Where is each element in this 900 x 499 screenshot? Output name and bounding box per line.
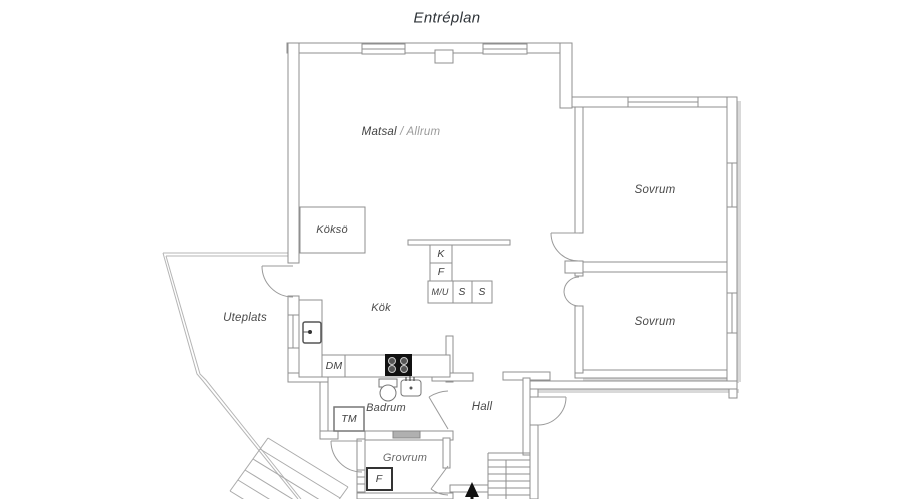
room-label-allrum: / Allrum bbox=[400, 126, 441, 138]
wall-shadows bbox=[538, 101, 741, 393]
room-label-badrum: Badrum bbox=[366, 402, 406, 414]
room-label-matsal-allrum: Matsal / Allrum bbox=[362, 126, 441, 138]
stair-direction-arrow bbox=[465, 482, 479, 499]
room-label-hall: Hall bbox=[471, 401, 493, 413]
windows bbox=[287, 43, 738, 493]
walls bbox=[286, 42, 738, 499]
kitchen-sink-icon bbox=[302, 321, 322, 344]
room-label-grovrum: Grovrum bbox=[382, 452, 428, 464]
interior-stairs bbox=[487, 452, 530, 499]
appliance-label-s1: S bbox=[458, 286, 466, 298]
bathroom-sink-icon bbox=[400, 376, 422, 397]
freezer-box bbox=[366, 467, 393, 491]
appliance-label-dm: DM bbox=[325, 360, 343, 372]
cabinet-s2-box bbox=[471, 280, 493, 304]
kitchen-island bbox=[299, 206, 366, 254]
appliance-label-f-kitchen: F bbox=[437, 266, 445, 278]
page-title: Entréplan bbox=[413, 9, 481, 27]
appliance-label-s2: S bbox=[478, 286, 486, 298]
appliance-label-f-grovrum: F bbox=[375, 473, 383, 485]
sliding-door bbox=[392, 430, 421, 439]
room-label-kokso: Köksö bbox=[316, 224, 348, 236]
appliance-label-k: K bbox=[437, 248, 445, 260]
exterior-stairs bbox=[229, 437, 349, 499]
room-label-sovrum-bottom: Sovrum bbox=[634, 316, 676, 328]
appliance-label-mu: M/U bbox=[431, 287, 449, 297]
room-label-uteplats: Uteplats bbox=[223, 312, 267, 324]
door-arcs bbox=[261, 232, 580, 496]
patio-boundary bbox=[162, 252, 302, 499]
appliance-label-tm: TM bbox=[341, 413, 357, 425]
room-label-sovrum-top: Sovrum bbox=[634, 184, 676, 196]
kitchen-counters bbox=[298, 206, 511, 378]
washing-machine-box bbox=[333, 406, 365, 432]
room-label-kok: Kök bbox=[371, 302, 391, 314]
room-label-matsal: Matsal bbox=[361, 126, 397, 138]
stove-icon bbox=[385, 354, 412, 376]
toilet-icon bbox=[378, 378, 398, 402]
